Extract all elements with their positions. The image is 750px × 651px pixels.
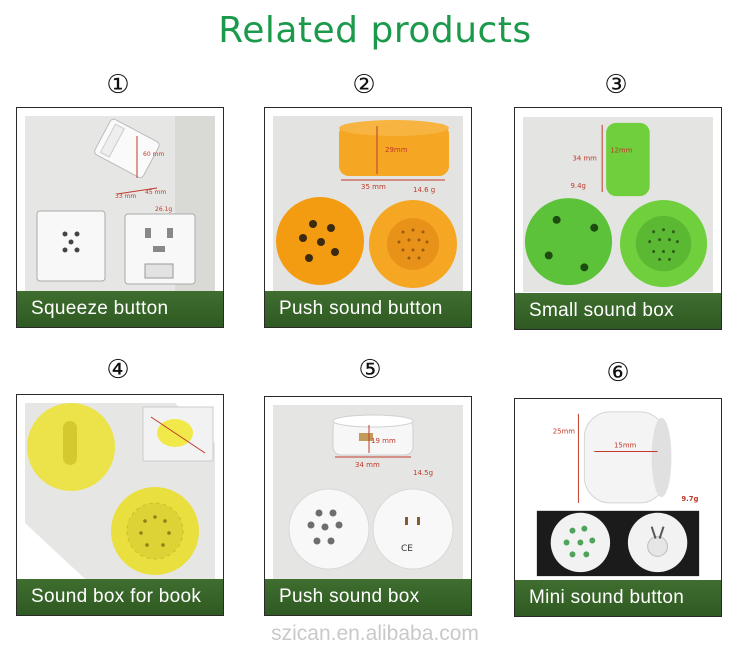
product-label: Small sound box xyxy=(515,293,721,329)
dim-label: 9.4g xyxy=(571,182,586,190)
dim-label: 29mm xyxy=(385,146,408,154)
dim-label: 14.6 g xyxy=(413,186,435,194)
product-number-2: ② xyxy=(352,70,376,100)
page-title: Related products xyxy=(218,10,532,51)
product-label: Squeeze button xyxy=(17,291,223,327)
dim-label: 19 mm xyxy=(371,437,396,445)
dim-label: 35 mm xyxy=(361,183,386,191)
product-photo: 29mm 35 mm 14.6 g xyxy=(273,116,463,291)
svg-text:CE: CE xyxy=(401,544,413,554)
product-card-push-sound-box[interactable]: 19 mm 34 mm 14.5g CE Push sound box xyxy=(264,396,472,616)
product-photo: 25mm 15mm 9.7g xyxy=(523,407,713,580)
push-sound-button-image: 29mm 35 mm 14.6 g xyxy=(273,116,463,291)
product-photo xyxy=(25,403,215,579)
product-card-small-sound-box[interactable]: 34 mm 12mm 9.4g Small sound box xyxy=(514,107,722,330)
product-card-mini-sound-button[interactable]: 25mm 15mm 9.7g Mini sound button xyxy=(514,398,722,617)
product-card-push-sound-button[interactable]: 29mm 35 mm 14.6 g Push sound button xyxy=(264,107,472,328)
dim-label: 60 mm xyxy=(143,151,164,158)
product-label: Sound box for book xyxy=(17,579,223,615)
product-photo: 60 mm 33 mm 45 mm 26.1g xyxy=(25,116,215,291)
dim-label: 9.7g xyxy=(681,495,698,503)
dim-label: 34 mm xyxy=(572,154,597,162)
watermark: szican.en.alibaba.com xyxy=(271,622,479,645)
dim-label: 14.5g xyxy=(413,469,433,477)
product-number-4: ④ xyxy=(106,355,130,385)
dim-label: 45 mm xyxy=(145,189,166,196)
product-label: Push sound box xyxy=(265,579,471,615)
dim-label: 33 mm xyxy=(115,193,136,200)
sound-box-for-book-image xyxy=(25,403,215,579)
dim-label: 25mm xyxy=(553,428,576,436)
product-number-5: ⑤ xyxy=(358,355,382,385)
push-sound-box-image: 19 mm 34 mm 14.5g CE xyxy=(273,405,463,579)
dim-label: 15mm xyxy=(614,441,637,449)
product-card-sound-box-for-book[interactable]: Sound box for book xyxy=(16,394,224,616)
dim-label: 12mm xyxy=(610,147,633,155)
product-number-3: ③ xyxy=(604,70,628,100)
product-card-squeeze-button[interactable]: 60 mm 33 mm 45 mm 26.1g Squeeze button xyxy=(16,107,224,328)
product-label: Mini sound button xyxy=(515,580,721,616)
product-number-6: ⑥ xyxy=(606,358,630,388)
dim-label: 34 mm xyxy=(355,461,380,469)
product-photo: 34 mm 12mm 9.4g xyxy=(523,116,713,293)
product-photo: 19 mm 34 mm 14.5g CE xyxy=(273,405,463,579)
small-sound-box-image: 34 mm 12mm 9.4g xyxy=(523,116,713,293)
product-number-1: ① xyxy=(106,70,130,100)
product-label: Push sound button xyxy=(265,291,471,327)
squeeze-button-image: 60 mm 33 mm 45 mm 26.1g xyxy=(25,116,215,291)
dim-label: 26.1g xyxy=(155,206,172,213)
mini-sound-button-image: 25mm 15mm 9.7g xyxy=(523,407,713,580)
